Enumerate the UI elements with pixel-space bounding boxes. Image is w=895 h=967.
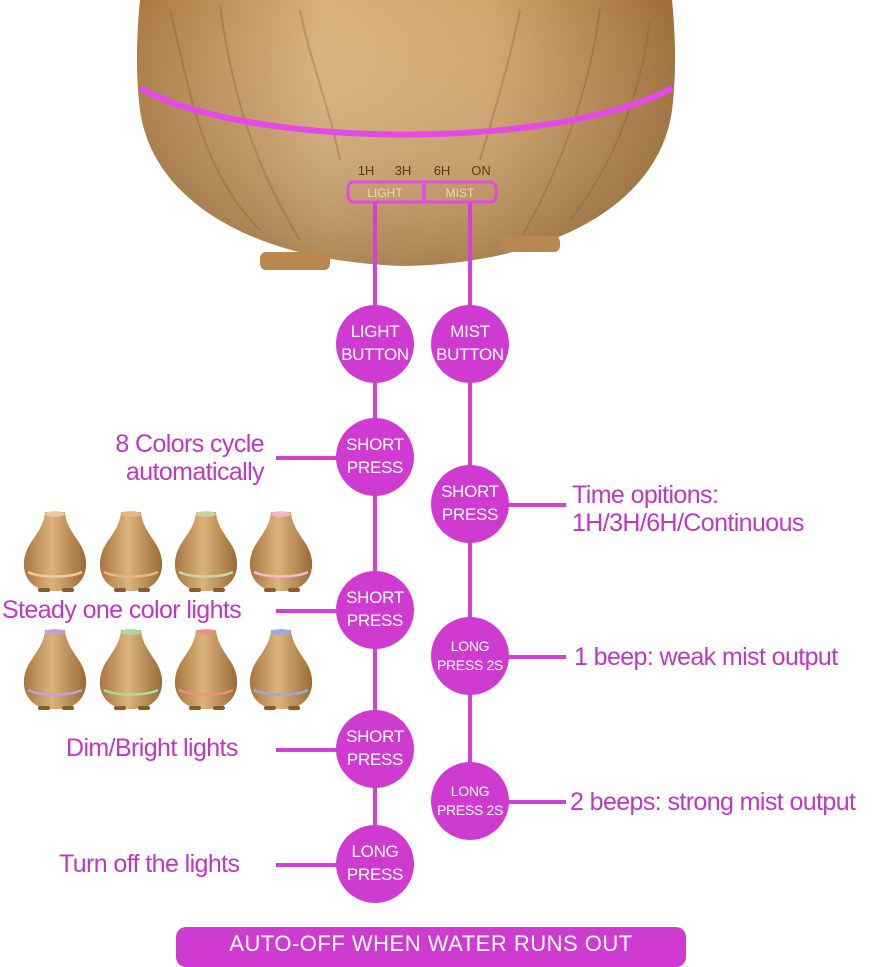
connector-light-3	[276, 748, 338, 752]
mist-step-3-label: 2 beeps: strong mist output	[570, 788, 856, 816]
timer-label: ON	[471, 163, 491, 178]
connector-light-1	[276, 456, 338, 460]
vase-thumbnail	[96, 628, 166, 710]
connector-light-4	[276, 863, 338, 867]
timer-label: 1H	[358, 163, 375, 178]
mist-step-1-node: SHORT PRESS	[431, 465, 509, 543]
light-step-4-label: Turn off the lights	[59, 850, 240, 878]
light-step-3-node: SHORT PRESS	[336, 710, 414, 788]
light-flow-line	[373, 202, 377, 882]
vase-thumbnail	[246, 628, 316, 710]
timer-label: 6H	[434, 163, 451, 178]
light-step-3-label: Dim/Bright lights	[66, 734, 238, 762]
mist-step-2-label: 1 beep: weak mist output	[574, 643, 838, 671]
mist-step-2-node: LONG PRESS 2S	[431, 617, 509, 695]
vase-thumbnail	[171, 510, 241, 592]
vase-thumbnail	[171, 628, 241, 710]
connector-mist-3	[508, 800, 566, 804]
connector-mist-2	[508, 655, 566, 659]
vase-thumbnail	[20, 510, 90, 592]
light-button-node: LIGHT BUTTON	[336, 305, 414, 383]
light-step-2-node: SHORT PRESS	[336, 571, 414, 649]
mist-step-1-label: Time opitions: 1H/3H/6H/Continuous	[572, 481, 804, 537]
light-key-text: LIGHT	[367, 186, 403, 200]
diffuser-illustration: LIGHT MIST 1H 3H 6H ON	[137, 0, 675, 270]
connector-light-2	[276, 609, 338, 613]
light-step-4-node: LONG PRESS	[336, 825, 414, 903]
mist-button-node: MIST BUTTON	[431, 305, 509, 383]
diffuser-led-ring	[138, 85, 674, 138]
connector-mist-1	[508, 503, 566, 507]
vase-thumbnail	[20, 628, 90, 710]
light-step-2-label: Steady one color lights	[2, 596, 242, 624]
mist-key-text: MIST	[446, 186, 475, 200]
light-step-1-node: SHORT PRESS	[336, 418, 414, 496]
light-step-1-label: 8 Colors cycle automatically	[115, 430, 264, 486]
mist-step-3-node: LONG PRESS 2S	[431, 762, 509, 840]
vase-thumbnail	[246, 510, 316, 592]
timer-label: 3H	[395, 163, 412, 178]
vase-thumbnail	[96, 510, 166, 592]
auto-off-banner: AUTO-OFF WHEN WATER RUNS OUT	[176, 927, 686, 967]
